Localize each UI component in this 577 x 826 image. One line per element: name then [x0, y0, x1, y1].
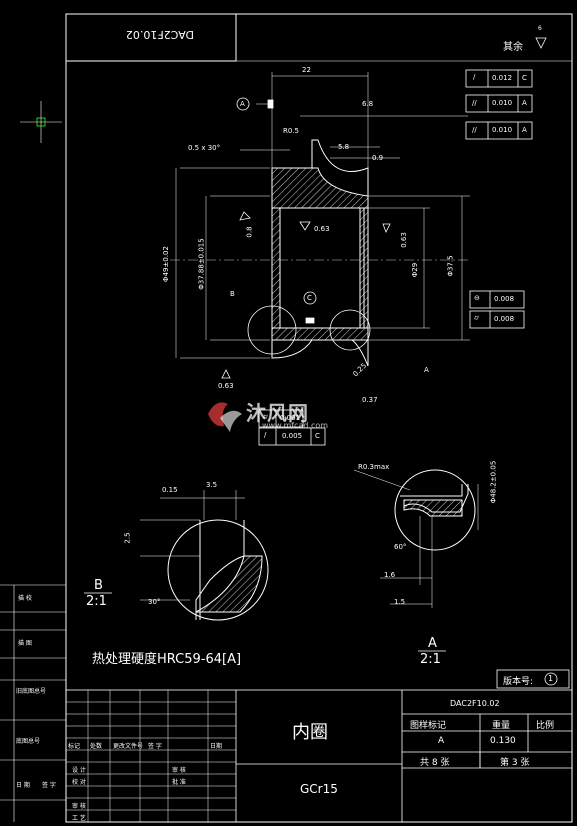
- tol-value-1: 0.012: [492, 74, 513, 82]
- role-design: 设 计: [72, 767, 86, 774]
- detail-a-dia: Φ48.2±0.05: [489, 460, 498, 504]
- drawing-no: DAC2F10.02: [450, 699, 500, 708]
- left-strip: [0, 584, 66, 822]
- left-label-date: 日 期: [16, 782, 30, 789]
- dim-0-63-b: 0.63: [218, 382, 234, 390]
- tol-symbol-7: /: [264, 431, 267, 439]
- roughness-value: 6: [538, 25, 542, 32]
- dim-0-9: 0.9: [372, 154, 384, 162]
- weight-header: 重量: [492, 721, 511, 731]
- detail-b-view: [140, 490, 269, 621]
- watermark-brand: 沐风网: [246, 401, 309, 425]
- tol-value-3: 0.010: [492, 126, 513, 134]
- dim-chamfer: 0.5 x 30°: [188, 144, 221, 152]
- dim-width: 22: [302, 66, 311, 74]
- section-a-tag: A: [424, 366, 429, 374]
- detail-a-60: 60°: [394, 543, 407, 551]
- title-block: [65, 689, 573, 823]
- main-section: [170, 139, 470, 367]
- datum-a-label: A: [240, 100, 245, 108]
- dim-0-37: 0.37: [362, 396, 378, 404]
- detail-a-label: A: [428, 636, 437, 651]
- heat-treatment-note: 热处理硬度HRC59-64[A]: [92, 652, 242, 667]
- dim-left-dia: Φ49±0.02: [161, 246, 170, 282]
- watermark-logo: [208, 402, 242, 432]
- dim-right-dia: Φ37.5: [446, 255, 455, 277]
- dim-inner-dia: Φ37.88±0.015: [197, 238, 206, 290]
- tol-symbol-6: ⌭: [263, 413, 269, 421]
- version-box: [496, 669, 570, 689]
- detail-b-30: 30°: [148, 598, 161, 606]
- scale-header: 比例: [536, 721, 555, 731]
- dim-r: R0.5: [283, 127, 299, 135]
- left-label-trace: 描 图: [18, 640, 32, 647]
- rev-header-file: 更改文件号: [113, 743, 144, 750]
- detail-a-view: [353, 469, 479, 608]
- left-label-old-base: 旧底图总号: [16, 688, 47, 695]
- tol-datum-1: C: [522, 74, 527, 82]
- dim-raceway-dia: Φ29: [411, 262, 420, 278]
- section-b-tag: B: [230, 290, 235, 298]
- detail-a-1-6: 1.6: [384, 571, 396, 579]
- version-value: 1: [548, 674, 554, 683]
- version-label: 版本号:: [503, 677, 534, 687]
- tol-symbol-1: /: [473, 73, 476, 81]
- role-review: 审 核: [72, 803, 86, 810]
- detail-b-3-5: 3.5: [206, 481, 218, 489]
- tol-datum-3: A: [522, 126, 527, 134]
- role-audit: 审 核: [172, 767, 186, 774]
- total-sheets: 共 8 张: [420, 758, 450, 768]
- weight-value: 0.130: [490, 736, 516, 746]
- role-process: 工 艺: [72, 815, 86, 822]
- tol-symbol-2: //: [472, 99, 477, 107]
- tol-value-6: 0.001: [280, 414, 301, 422]
- rev-header-count: 处数: [90, 743, 103, 750]
- left-label-trace-check: 描 校: [18, 595, 32, 602]
- tol-datum-7: C: [315, 432, 320, 440]
- left-label-base: 底图总号: [16, 738, 41, 745]
- detail-b-2-5: 2.5: [123, 532, 132, 544]
- detail-a-1-5: 1.5: [394, 598, 406, 606]
- dim-0-63-a: 0.63: [314, 225, 330, 233]
- part-name: 内圈: [292, 722, 328, 743]
- surface-finish-note: 其余: [503, 42, 523, 53]
- dimension-lines: [175, 72, 470, 359]
- detail-a-r: R0.3max: [358, 463, 390, 471]
- left-label-sign: 签 字: [42, 782, 56, 789]
- rev-header-mark: 标记: [68, 743, 81, 750]
- dim-5-8: 5.8: [338, 143, 350, 151]
- tol-value-4: 0.008: [494, 295, 515, 303]
- detail-b-scale: 2:1: [86, 594, 107, 609]
- sheet-no: 第 3 张: [500, 758, 530, 768]
- material: GCr15: [300, 782, 338, 796]
- tol-symbol-5: ⌭: [474, 314, 480, 322]
- crosshair-box: [36, 117, 46, 127]
- tol-value-2: 0.010: [492, 99, 513, 107]
- tol-symbol-3: //: [472, 126, 477, 134]
- tolerance-frame-group: [258, 69, 533, 446]
- rev-header-sign: 签 字: [148, 743, 162, 750]
- tol-symbol-4: ⊖: [474, 294, 480, 302]
- detail-b-0-15: 0.15: [162, 486, 178, 494]
- rev-header-date: 日期: [210, 743, 223, 750]
- detail-b-label: B: [94, 578, 103, 593]
- watermark-url: www.mfcad.com: [262, 421, 329, 430]
- dim-0-8: 0.8: [245, 226, 254, 238]
- datum-markers: [221, 37, 547, 379]
- version-circle: [544, 672, 558, 686]
- role-approve: 批 准: [172, 779, 186, 786]
- mark-header: 图样标记: [410, 721, 447, 731]
- drawing-no-rotated: DAC2F10.02: [125, 28, 194, 41]
- dim-0-63-c: 0.63: [399, 232, 408, 248]
- role-check: 校 对: [72, 779, 86, 786]
- hatch-upper: [271, 167, 369, 209]
- datum-c-label: C: [307, 294, 312, 302]
- mark-value: A: [438, 736, 445, 746]
- dim-6-8: 6.8: [362, 100, 374, 108]
- tol-datum-2: A: [522, 99, 527, 107]
- tol-value-7: 0.005: [282, 432, 303, 440]
- detail-a-scale: 2:1: [420, 652, 441, 667]
- tol-value-5: 0.008: [494, 315, 515, 323]
